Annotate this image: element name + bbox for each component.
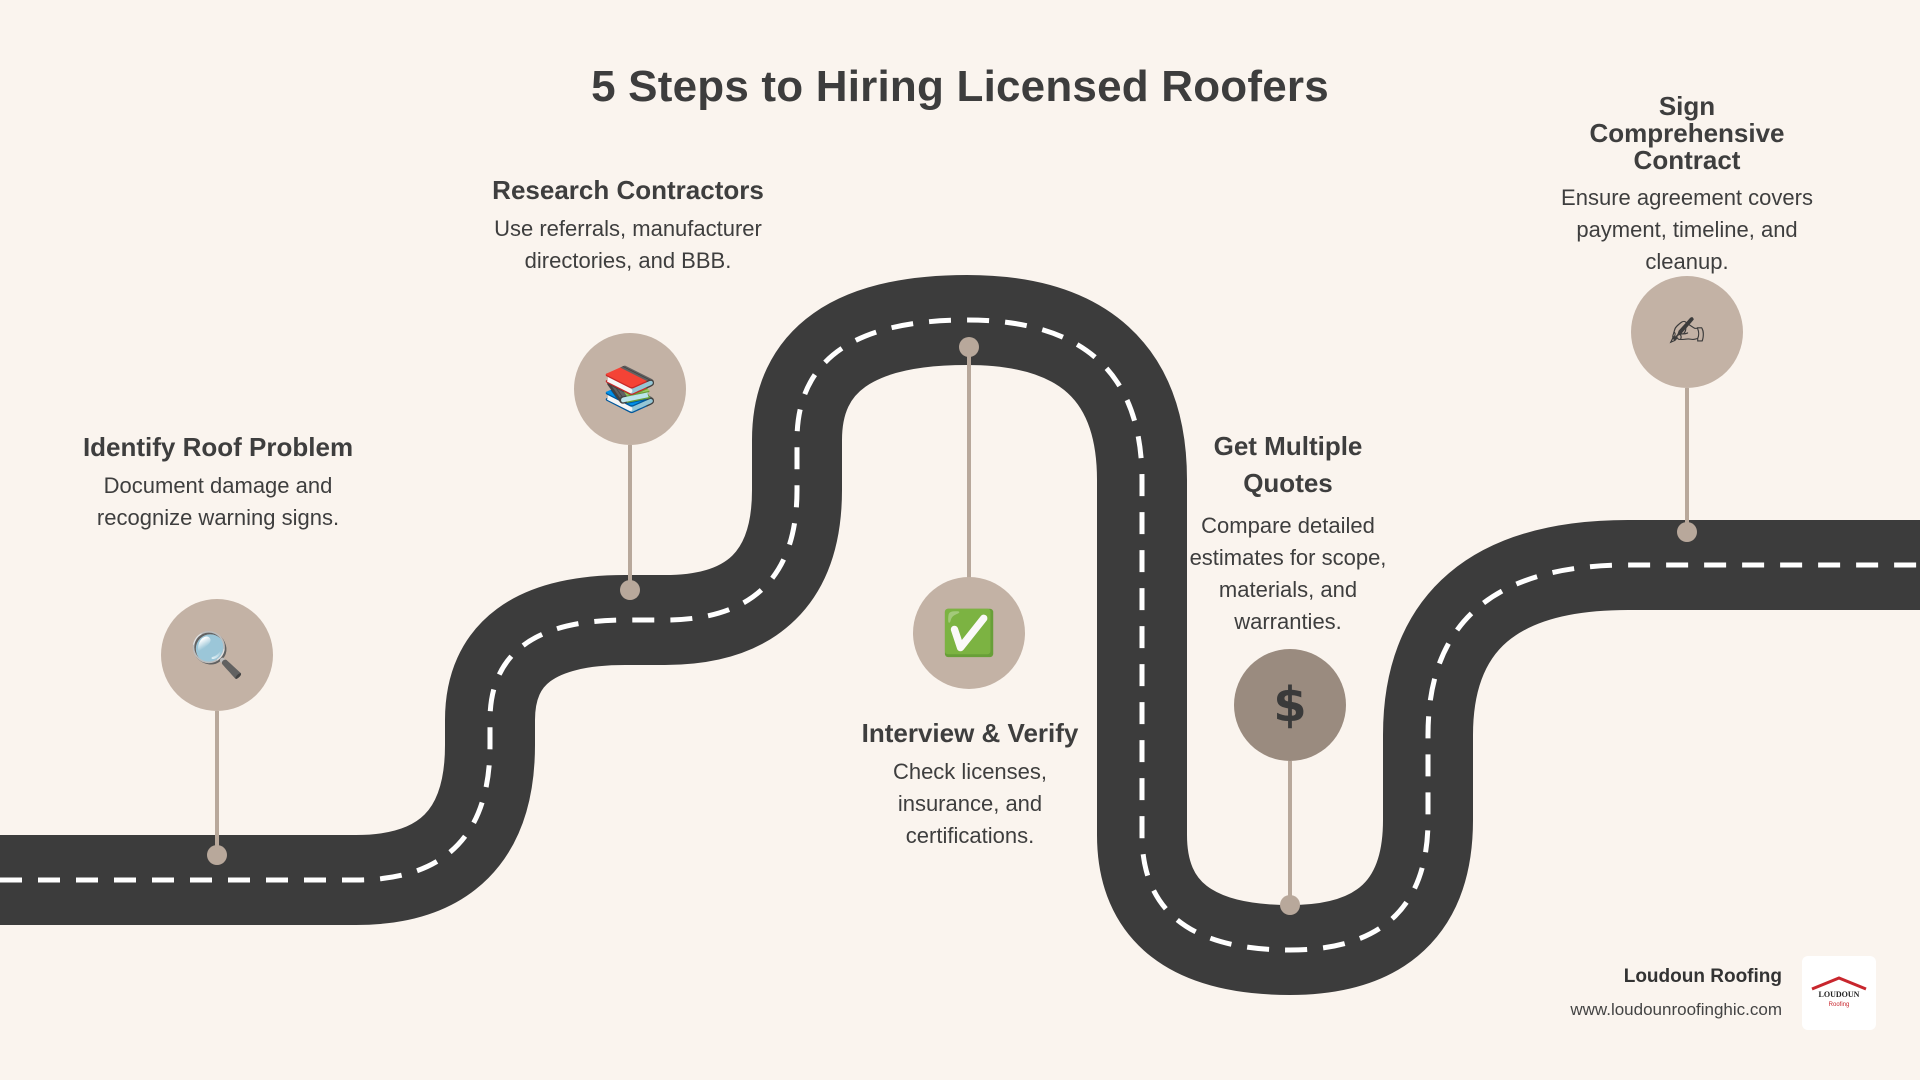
step-4-road-dot [1280, 895, 1300, 915]
dollar-sign-icon: $ [1234, 649, 1346, 761]
step-2-title: Research Contractors [492, 175, 764, 205]
page-title: 5 Steps to Hiring Licensed Roofers [591, 62, 1329, 111]
step-2-description: Use referrals, manufacturer directories,… [494, 216, 762, 273]
step-4: Get Multiple Quotes Compare detailed est… [1188, 428, 1388, 638]
step-4-title: Get Multiple Quotes [1213, 431, 1363, 498]
step-1-road-dot [207, 845, 227, 865]
roof-logo-icon: LOUDOUN Roofing [1811, 976, 1867, 1008]
step-3-description: Check licenses, insurance, and certifica… [892, 759, 1048, 848]
logo-text: LOUDOUN [1819, 990, 1860, 999]
step-2-connector [628, 445, 632, 590]
step-2-road-dot [620, 580, 640, 600]
step-1: Identify Roof Problem Document damage an… [58, 432, 378, 534]
company-logo: LOUDOUN Roofing [1802, 956, 1876, 1030]
step-4-description: Compare detailed estimates for scope, ma… [1189, 513, 1387, 634]
step-5-connector [1685, 388, 1689, 528]
brand-url[interactable]: www.loudounroofinghic.com [1570, 1000, 1782, 1019]
step-1-description: Document damage and recognize warning si… [96, 473, 340, 530]
step-5-road-dot [1677, 522, 1697, 542]
step-3-connector [967, 347, 971, 579]
step-1-connector [215, 711, 219, 855]
logo-subtext: Roofing [1829, 1002, 1850, 1008]
step-3: Interview & Verify Check licenses, insur… [800, 718, 1140, 852]
step-2: Research Contractors Use referrals, manu… [458, 175, 798, 277]
check-mark-icon: ✅ [913, 577, 1025, 689]
books-icon: 📚 [574, 333, 686, 445]
step-3-title: Interview & Verify [861, 718, 1079, 748]
step-5: Sign Comprehensive Contract Ensure agree… [1537, 93, 1837, 278]
writing-hand-icon: ✍ [1631, 276, 1743, 388]
step-4-connector [1288, 761, 1292, 905]
step-5-description: Ensure agreement covers payment, timelin… [1561, 185, 1813, 274]
step-5-title: Sign Comprehensive Contract [1589, 91, 1785, 175]
magnifying-glass-icon: 🔍 [161, 599, 273, 711]
brand-name: Loudoun Roofing [1623, 966, 1782, 987]
step-1-title: Identify Roof Problem [82, 432, 354, 462]
